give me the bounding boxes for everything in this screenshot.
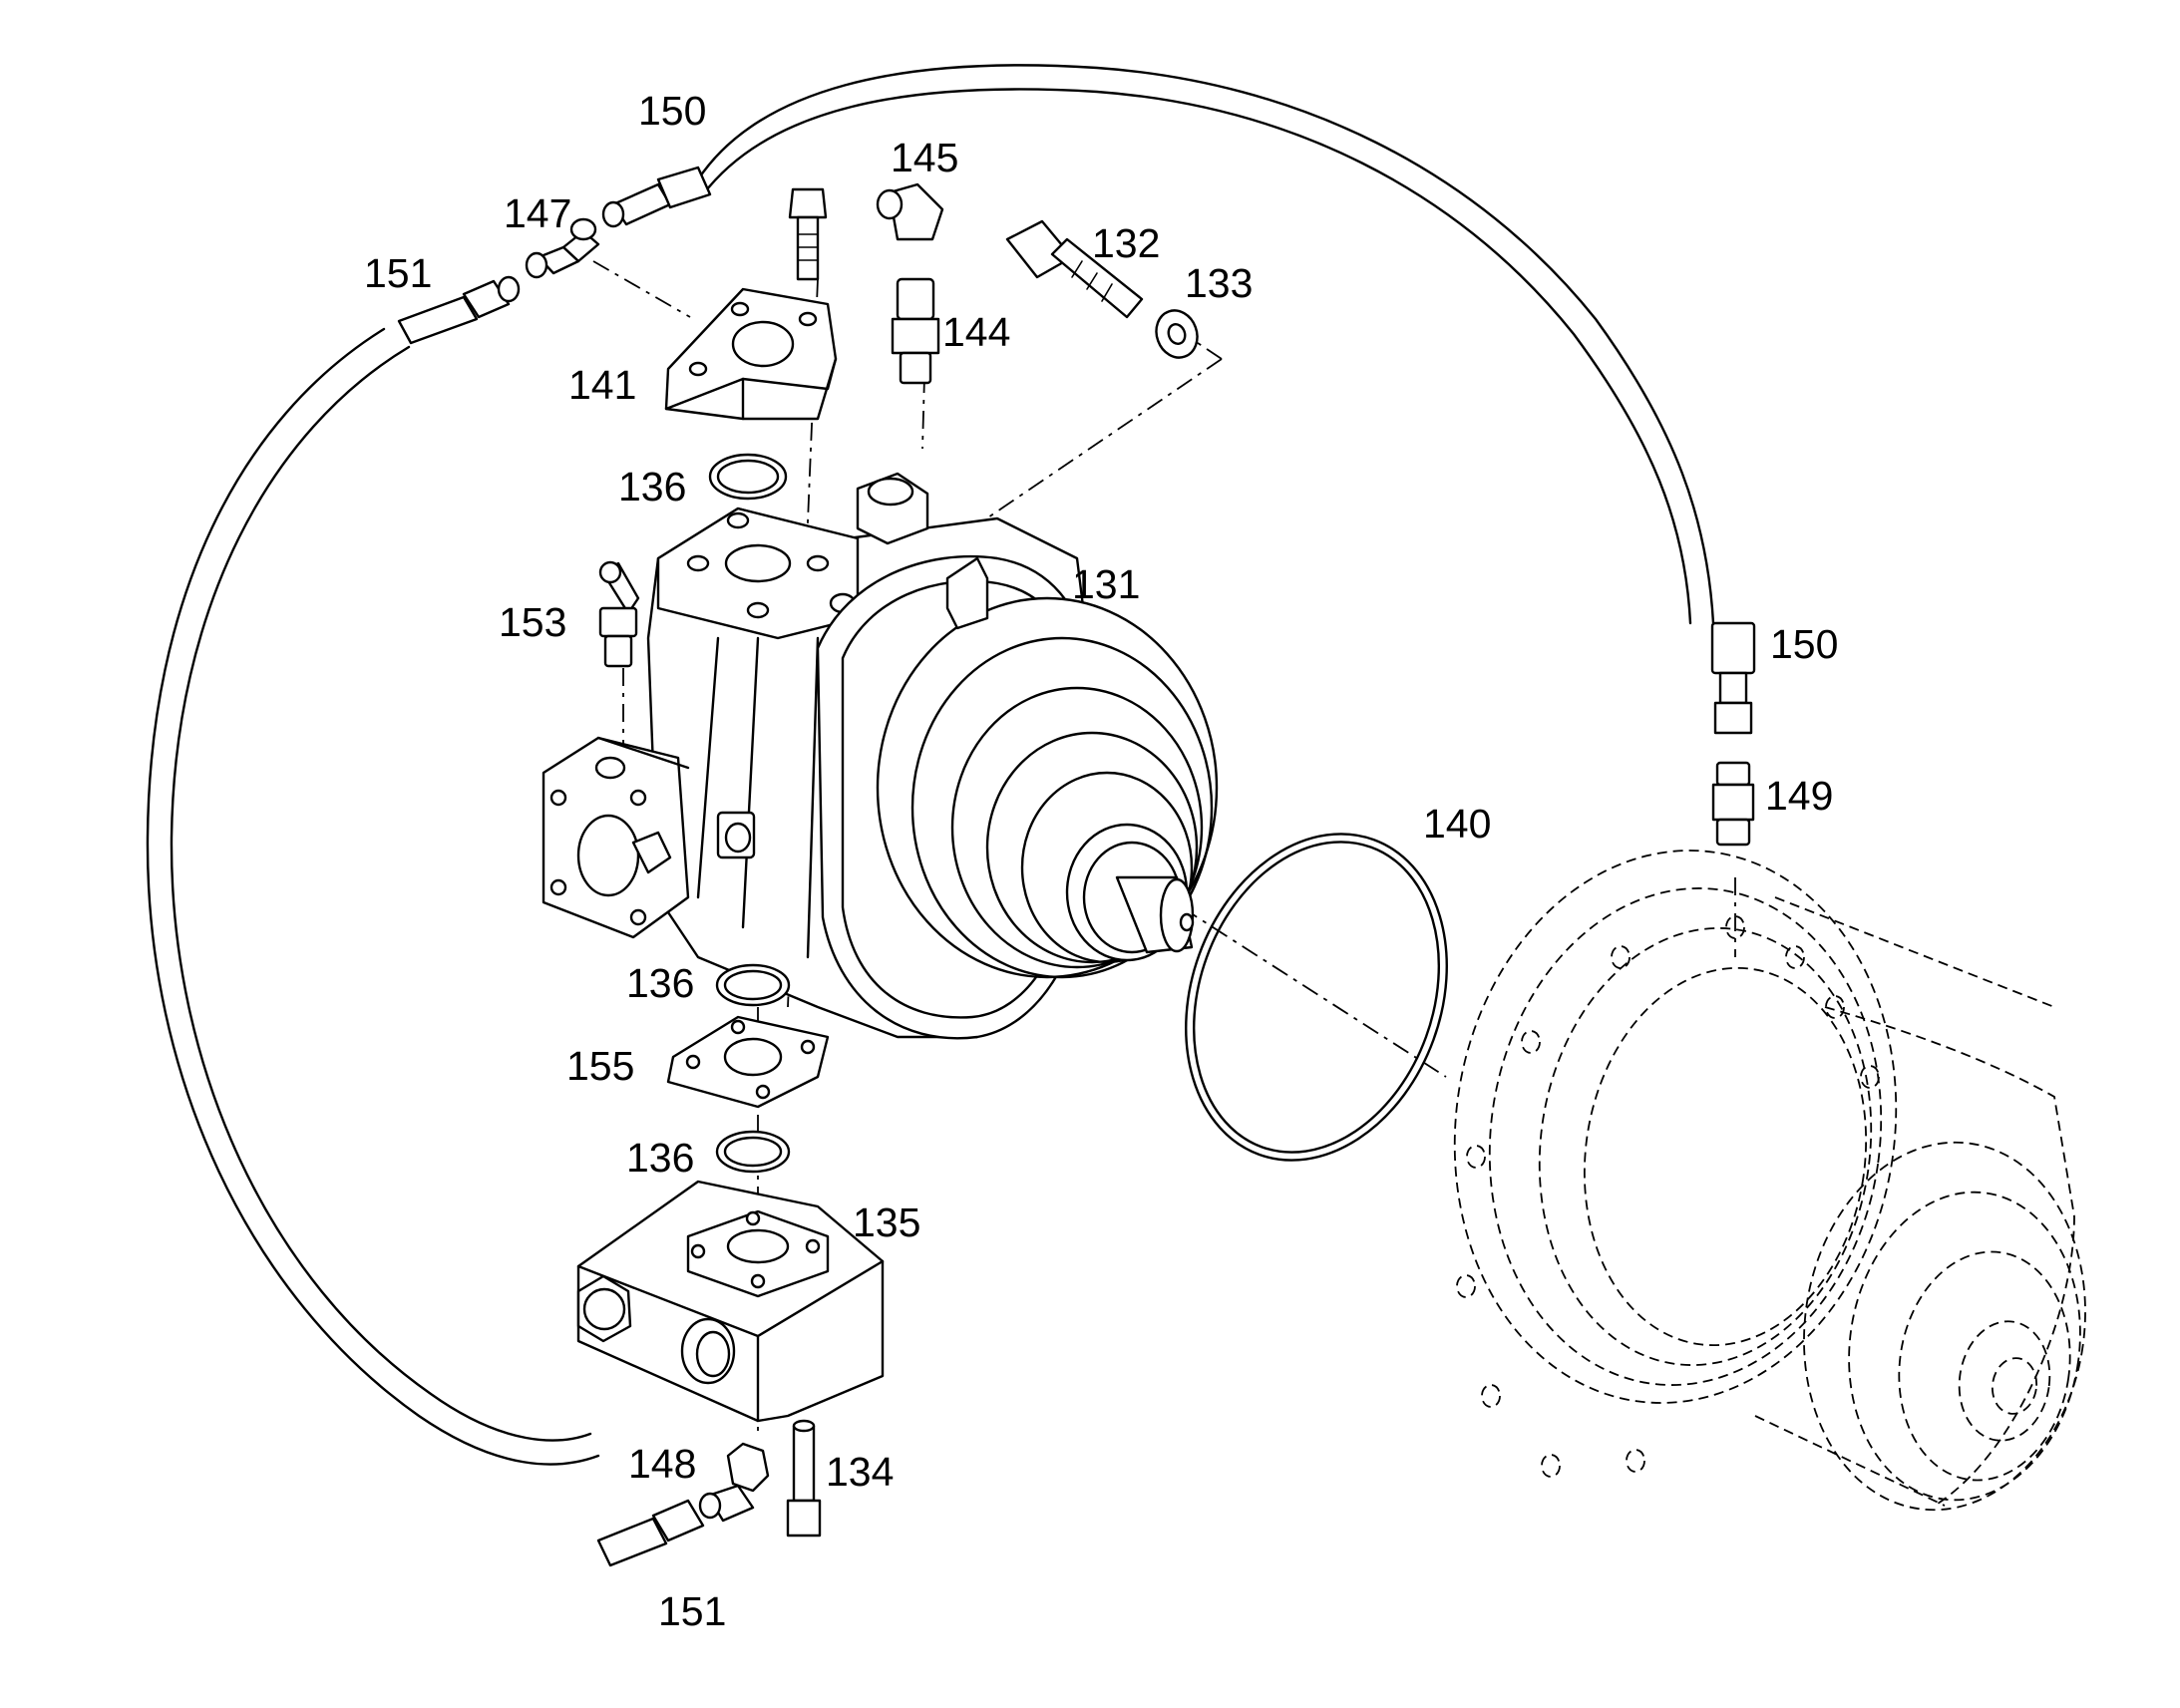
callout-140: 140: [1423, 801, 1491, 847]
callout-141: 141: [568, 362, 636, 408]
callout-144: 144: [942, 309, 1010, 355]
callout-151-top: 151: [364, 250, 432, 296]
fitting-150-end: [601, 166, 712, 228]
fitting-151-bottom: [596, 1499, 705, 1567]
callout-150-right: 150: [1770, 621, 1838, 667]
callout-145: 145: [891, 135, 958, 180]
callout-136-bottom: 136: [626, 1135, 694, 1181]
callout-153: 153: [499, 599, 566, 645]
callout-133: 133: [1185, 260, 1253, 306]
valve-block-135: [576, 1180, 885, 1423]
callout-151-bottom: 151: [658, 1588, 726, 1634]
bolt-134: [786, 1419, 822, 1537]
callout-131: 131: [1072, 561, 1140, 607]
hose-150: [696, 64, 1715, 625]
fitting-144: [891, 277, 940, 385]
callout-150-top: 150: [638, 88, 706, 134]
callout-134: 134: [826, 1449, 894, 1495]
callout-132: 132: [1092, 220, 1160, 266]
o-ring-136-top: [708, 453, 788, 501]
callout-148: 148: [628, 1441, 696, 1487]
o-ring-140: [1185, 833, 1448, 1162]
bolt-132: [1005, 219, 1144, 319]
fitting-150-right: [1710, 621, 1756, 735]
gearbox-hidden: [1453, 850, 2086, 1512]
callout-136-top: 136: [618, 464, 686, 510]
bolt: [788, 187, 828, 281]
hose-151: [146, 327, 600, 1466]
washer-133: [1155, 309, 1199, 359]
callout-149: 149: [1765, 773, 1833, 819]
callout-155: 155: [566, 1043, 634, 1089]
fitting-147: [525, 217, 600, 279]
callout-labels: 150 145 147 132 151 133 144 141 136 131 …: [364, 88, 1838, 1634]
callout-135: 135: [853, 1199, 920, 1245]
motor-131: [542, 472, 1219, 1040]
callout-136-middle: 136: [626, 960, 694, 1006]
plate-155: [666, 1015, 830, 1109]
fitting-145: [876, 182, 944, 241]
gearbox-bolt-holes: [1456, 915, 1880, 1478]
fitting-149: [1711, 761, 1755, 847]
fitting-151-end: [397, 275, 521, 345]
fitting-153: [598, 560, 640, 668]
flange-141: [664, 287, 838, 421]
callout-147: 147: [504, 190, 571, 236]
fitting-148: [698, 1442, 770, 1523]
